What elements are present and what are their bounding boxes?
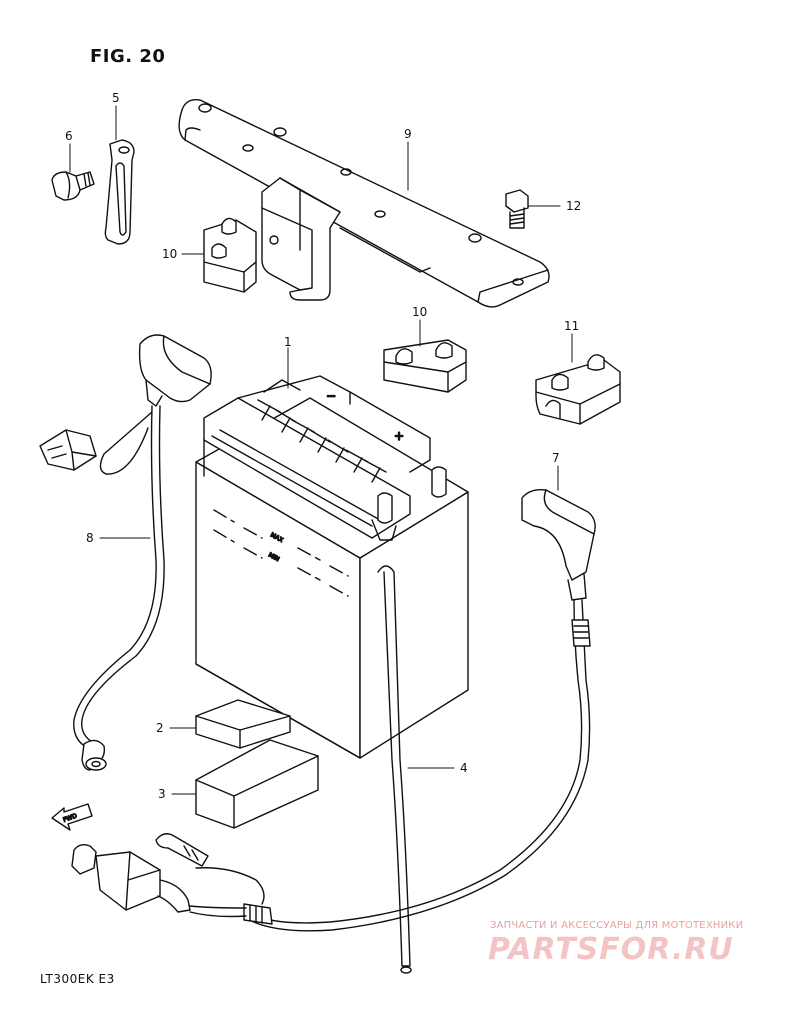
callout-1: 1 xyxy=(284,335,292,349)
callout-3: 3 xyxy=(158,787,166,801)
watermark-logo: PARTSFOR.RU xyxy=(488,932,734,967)
callouts: 1 2 3 4 5 6 7 8 9 10 10 11 12 xyxy=(65,91,581,801)
fuse-holder xyxy=(71,833,265,918)
clamp-5 xyxy=(104,139,135,245)
figure-title: FIG. 20 xyxy=(90,46,166,67)
callout-8: 8 xyxy=(86,531,94,545)
cable-8 xyxy=(39,334,212,771)
callout-9: 9 xyxy=(404,127,412,141)
svg-text:+: + xyxy=(394,429,404,443)
bolt-6 xyxy=(51,171,95,201)
rubber-cushion-11 xyxy=(535,354,621,425)
rubber-pad-10-mid xyxy=(383,339,467,393)
pad-2 xyxy=(195,699,291,749)
battery-bracket xyxy=(178,99,550,308)
watermark-tagline: ЗАПЧАСТИ И АКСЕССУАРЫ ДЛЯ МОТОТЕХНИКИ xyxy=(490,920,744,931)
model-code: LT300EK E3 xyxy=(40,972,115,986)
breather-hose-4 xyxy=(377,565,412,974)
pad-3 xyxy=(195,739,319,829)
callout-2: 2 xyxy=(156,721,164,735)
callout-6: 6 xyxy=(65,129,73,143)
callout-7: 7 xyxy=(552,451,560,465)
callout-10-left: 10 xyxy=(162,247,177,261)
cable-7 xyxy=(243,488,596,932)
rubber-pad-10-left xyxy=(203,217,257,293)
callout-5: 5 xyxy=(112,91,120,105)
callout-10-mid: 10 xyxy=(412,305,427,319)
fwd-arrow-icon: FWD xyxy=(51,803,93,831)
callout-12: 12 xyxy=(566,199,581,213)
svg-text:−: − xyxy=(326,389,336,403)
callout-11: 11 xyxy=(564,319,579,333)
callout-4: 4 xyxy=(460,761,468,775)
bolt-12 xyxy=(505,189,529,229)
battery-1: + − MAX MIN xyxy=(195,375,469,759)
